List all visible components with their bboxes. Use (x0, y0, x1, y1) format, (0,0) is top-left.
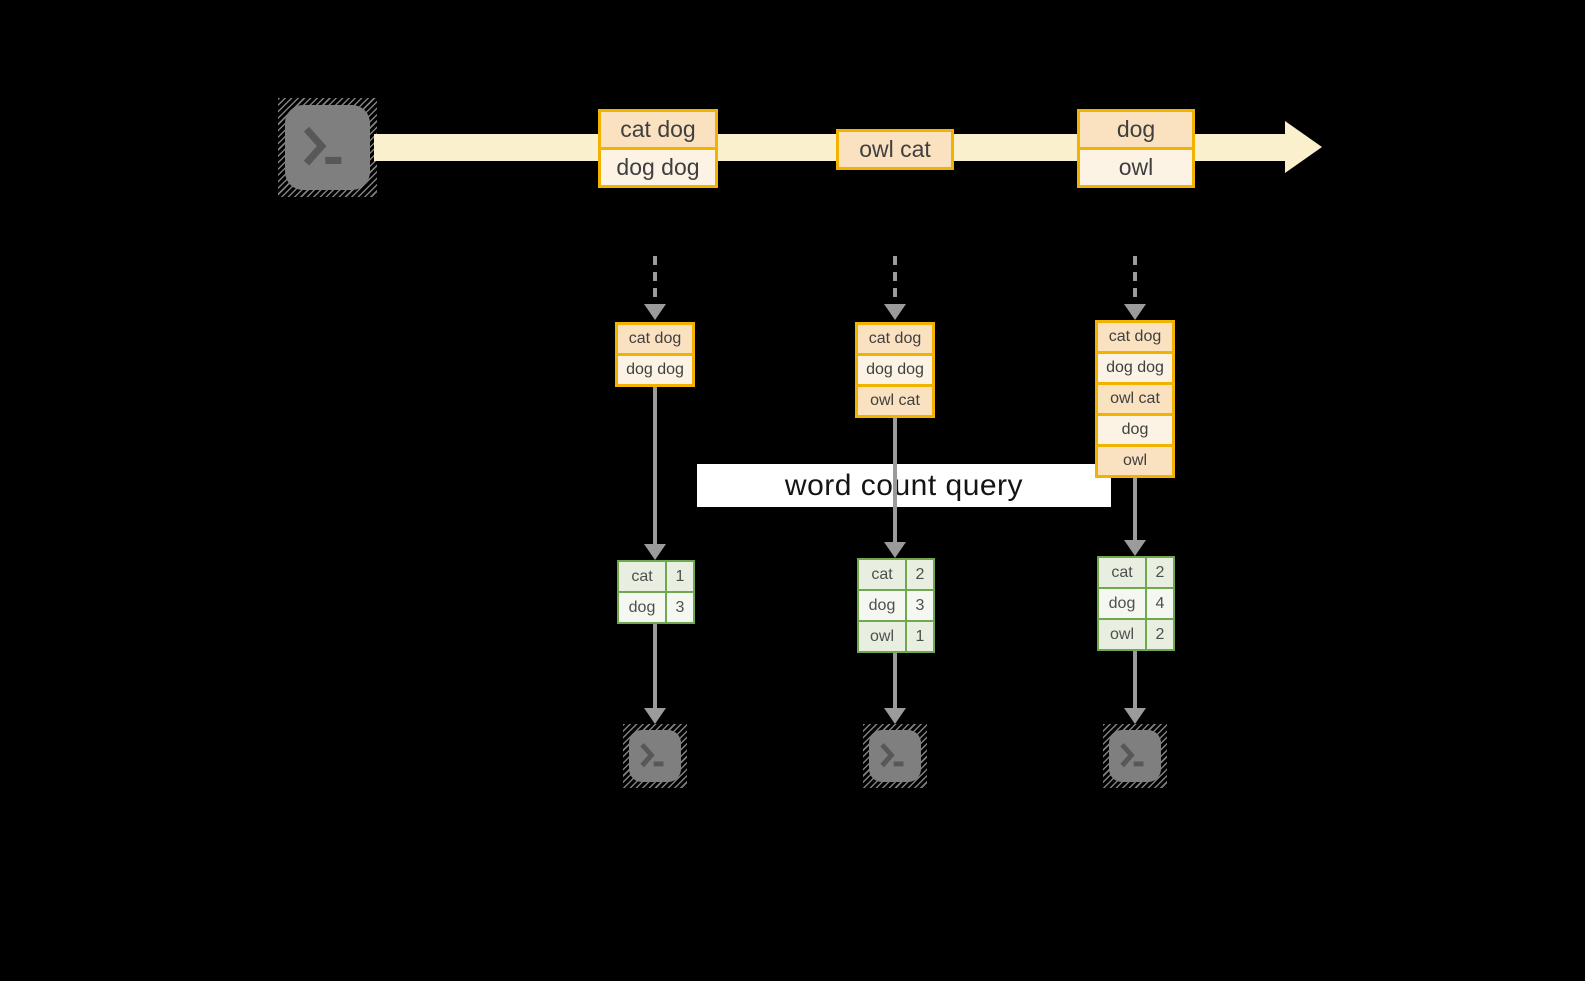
terminal-prompt-icon (880, 743, 904, 768)
solid-arrowhead-icon (644, 708, 666, 724)
state-row: cat dog (858, 325, 932, 353)
dashed-arrow-line (893, 256, 897, 302)
state-row: cat dog (618, 325, 692, 353)
sink-terminal-icon (863, 724, 927, 788)
count-value-cell: 4 (1147, 589, 1173, 618)
state-box-3: cat dog dog dog owl cat dog owl (1095, 320, 1175, 478)
stream-event-box-2: owl cat (836, 129, 954, 170)
stream-source-terminal-icon (278, 98, 377, 197)
dashed-arrow-line (653, 256, 657, 302)
count-value-cell: 2 (1147, 558, 1173, 587)
terminal-prompt-icon (303, 126, 342, 166)
terminal-prompt-icon (640, 743, 664, 768)
state-row: dog dog (618, 356, 692, 384)
stream-arrowhead-icon (1285, 121, 1322, 173)
state-row: owl cat (858, 387, 932, 415)
count-word-cell: cat (619, 562, 665, 591)
count-value-cell: 1 (907, 622, 933, 651)
state-row: dog (1098, 416, 1172, 444)
stream-event-row: dog dog (601, 150, 715, 185)
count-value-cell: 3 (667, 593, 693, 622)
count-word-cell: dog (619, 593, 665, 622)
state-row: owl cat (1098, 385, 1172, 413)
count-value-cell: 3 (907, 591, 933, 620)
query-label-band: word count query (697, 464, 1111, 507)
terminal-prompt-icon (1120, 743, 1144, 768)
solid-arrowhead-icon (644, 544, 666, 560)
count-word-cell: owl (859, 622, 905, 651)
sink-terminal-icon (623, 724, 687, 788)
stream-event-row: owl cat (839, 132, 951, 167)
solid-arrow-line (893, 653, 897, 708)
dashed-arrowhead-icon (644, 304, 666, 320)
solid-arrow-line (653, 624, 657, 708)
state-row: cat dog (1098, 323, 1172, 351)
dashed-arrowhead-icon (1124, 304, 1146, 320)
stream-event-row: cat dog (601, 112, 715, 147)
state-box-2: cat dog dog dog owl cat (855, 322, 935, 418)
stream-event-row: owl (1080, 150, 1192, 185)
terminal-icon (1109, 730, 1161, 782)
solid-arrowhead-icon (884, 542, 906, 558)
terminal-icon (869, 730, 921, 782)
count-word-cell: cat (859, 560, 905, 589)
count-word-cell: dog (859, 591, 905, 620)
state-row: dog dog (858, 356, 932, 384)
state-box-1: cat dog dog dog (615, 322, 695, 387)
state-row: dog dog (1098, 354, 1172, 382)
solid-arrow-line (1133, 651, 1137, 708)
state-row: owl (1098, 447, 1172, 475)
count-value-cell: 2 (1147, 620, 1173, 649)
solid-arrow-line (1133, 478, 1137, 540)
solid-arrowhead-icon (1124, 708, 1146, 724)
query-label: word count query (784, 468, 1024, 502)
count-value-cell: 2 (907, 560, 933, 589)
solid-arrow-line (653, 387, 657, 544)
sink-terminal-icon (1103, 724, 1167, 788)
solid-arrowhead-icon (884, 708, 906, 724)
stream-event-row: dog (1080, 112, 1192, 147)
count-value-cell: 1 (667, 562, 693, 591)
dashed-arrowhead-icon (884, 304, 906, 320)
dashed-arrow-line (1133, 256, 1137, 302)
terminal-icon (629, 730, 681, 782)
terminal-icon (285, 105, 370, 190)
count-word-cell: cat (1099, 558, 1145, 587)
count-word-cell: owl (1099, 620, 1145, 649)
solid-arrow-line (893, 418, 897, 542)
solid-arrowhead-icon (1124, 540, 1146, 556)
count-word-cell: dog (1099, 589, 1145, 618)
